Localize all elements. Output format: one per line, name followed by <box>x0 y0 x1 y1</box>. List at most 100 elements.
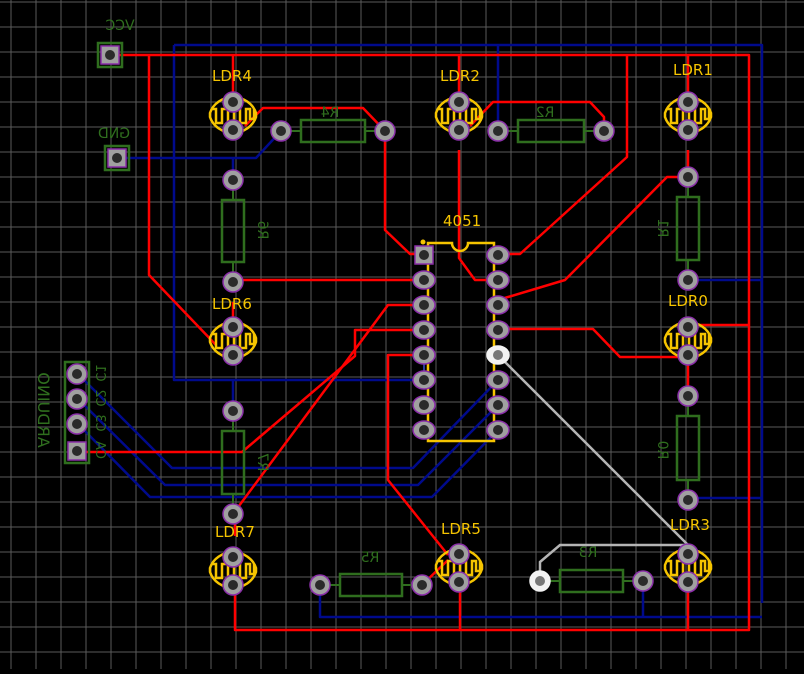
ldr7-ic-trace[interactable] <box>231 303 424 515</box>
r6-pad-2[interactable] <box>222 271 244 293</box>
ldr0-pad-1[interactable] <box>677 316 699 338</box>
arduino-pin-c2[interactable] <box>66 388 88 410</box>
r0-pad-2[interactable] <box>677 489 699 511</box>
ic-4051 <box>420 239 496 443</box>
ic-pin-12[interactable] <box>486 345 510 365</box>
ldr7-pad-1[interactable] <box>222 546 244 568</box>
arduino-pin-c3-label: C3 <box>92 414 107 431</box>
r3-pad-2[interactable] <box>632 570 654 592</box>
vcc-pad[interactable] <box>100 45 120 65</box>
r5-pad-1[interactable] <box>309 574 331 596</box>
r0-pad-1[interactable] <box>677 385 699 407</box>
pad-hole <box>493 400 503 410</box>
r0-label: R0 <box>654 441 670 460</box>
r4-pad-1[interactable] <box>270 120 292 142</box>
ldr7-pad-2[interactable] <box>222 574 244 596</box>
ic-pin-11[interactable] <box>486 370 510 390</box>
ldr6-pad-1[interactable] <box>222 316 244 338</box>
r3-label: R3 <box>579 545 598 561</box>
ldr6-pad-2[interactable] <box>222 344 244 366</box>
vcc-ldr6[interactable] <box>147 55 217 346</box>
ldr2-ic-trace[interactable] <box>498 55 629 256</box>
r5-pad-2[interactable] <box>411 574 433 596</box>
ic-pin-7[interactable] <box>412 395 436 415</box>
r5-label: R5 <box>361 550 380 566</box>
ic-pin-5[interactable] <box>412 345 436 365</box>
pin1-marker <box>420 239 426 245</box>
arduino-ca-trace[interactable] <box>77 328 424 454</box>
ldr5-ic-trace[interactable] <box>386 353 449 556</box>
resistor-body <box>675 195 701 262</box>
pad-hole <box>72 394 82 404</box>
r7-pad-1[interactable] <box>222 400 244 422</box>
ldr1-pad-2[interactable] <box>677 119 699 141</box>
gnd-bus-top[interactable] <box>174 43 764 603</box>
r1-pad-2[interactable] <box>677 269 699 291</box>
ic-pin-13[interactable] <box>486 320 510 340</box>
selected-trace[interactable] <box>497 354 692 581</box>
pad-hole <box>683 172 693 182</box>
ic-pin-15[interactable] <box>486 270 510 290</box>
ldr1-pad-1[interactable] <box>677 91 699 113</box>
pad-hole <box>683 322 693 332</box>
r7 <box>220 421 246 504</box>
ldr0-pad-2[interactable] <box>677 344 699 366</box>
arduino-pin-c3[interactable] <box>66 413 88 435</box>
ldr2-pad-2[interactable] <box>448 119 470 141</box>
resistor-body <box>675 414 701 482</box>
gnd-trace[interactable] <box>117 130 282 160</box>
ldr5-pad-1[interactable] <box>448 543 470 565</box>
r2-pad-2[interactable] <box>593 120 615 142</box>
ic-pin-14[interactable] <box>486 295 510 315</box>
pad-hole <box>599 126 609 136</box>
resistor-body <box>558 568 625 594</box>
ldr4-pad-2[interactable] <box>222 119 244 141</box>
ic-pin-3[interactable] <box>412 295 436 315</box>
gnd-pad[interactable] <box>107 148 127 168</box>
r2-pad-1[interactable] <box>487 120 509 142</box>
pad-hole <box>228 175 238 185</box>
ic-pin-10[interactable] <box>486 395 510 415</box>
pad-hole <box>315 580 325 590</box>
ldr0-ic-trace[interactable] <box>498 327 688 359</box>
ldr3-label: LDR3 <box>670 516 710 534</box>
ic-pin-1[interactable] <box>414 245 434 265</box>
pad-hole <box>419 350 429 360</box>
ldr2-pad-1[interactable] <box>448 91 470 113</box>
ldr6-label: LDR6 <box>212 295 252 313</box>
r6-pad-1[interactable] <box>222 169 244 191</box>
pad-hole <box>683 549 693 559</box>
pad-hole <box>493 350 503 360</box>
gnd-bus-left[interactable] <box>172 45 428 382</box>
pad-hole <box>454 97 464 107</box>
vcc-bus[interactable] <box>110 53 751 632</box>
arduino-pin-c1[interactable] <box>66 363 88 385</box>
ldr4-pad-1[interactable] <box>222 91 244 113</box>
ic-pin-8[interactable] <box>412 420 436 440</box>
ic-pin-9[interactable] <box>486 420 510 440</box>
pad-hole <box>228 406 238 416</box>
arduino-c1-trace[interactable] <box>76 372 499 470</box>
ic-pin-2[interactable] <box>412 270 436 290</box>
ldr5-pad-2[interactable] <box>448 571 470 593</box>
pad-hole <box>228 350 238 360</box>
ldr3-pad-1[interactable] <box>677 543 699 565</box>
ic-pin-6[interactable] <box>412 370 436 390</box>
pad-hole <box>228 125 238 135</box>
ldr3-pad-2[interactable] <box>677 571 699 593</box>
r7-pad-2[interactable] <box>222 503 244 525</box>
arduino-c2-trace[interactable] <box>76 397 499 487</box>
arduino-pin-ca[interactable] <box>67 441 87 461</box>
pad-hole <box>419 400 429 410</box>
r4-pad-2[interactable] <box>374 120 396 142</box>
r3-pad-1[interactable] <box>529 570 551 592</box>
ic-pin-16[interactable] <box>486 245 510 265</box>
r0 <box>675 406 701 490</box>
pad-hole <box>683 350 693 360</box>
ic-pin-4[interactable] <box>412 320 436 340</box>
pad-hole <box>493 250 503 260</box>
r1-pad-1[interactable] <box>677 166 699 188</box>
arduino-c3-trace[interactable] <box>76 422 499 499</box>
